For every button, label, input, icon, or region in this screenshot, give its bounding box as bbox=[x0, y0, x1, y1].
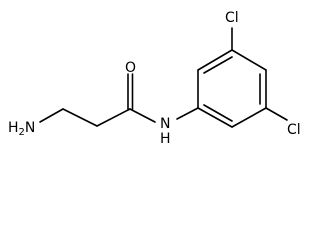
chemical-structure: H2N O N H Cl Cl bbox=[8, 10, 301, 147]
bond-nh-ring bbox=[176, 107, 199, 120]
chlorine-bottom-label: Cl bbox=[287, 122, 301, 138]
atom-labels: H2N O N H Cl Cl bbox=[8, 10, 301, 147]
chlorine-top-label: Cl bbox=[225, 10, 239, 26]
ring-double-inner-3 bbox=[203, 104, 233, 122]
carbonyl-oxygen-label: O bbox=[125, 60, 136, 76]
bond-ring-cl-bottom bbox=[265, 107, 288, 121]
amide-nitrogen-label: N bbox=[160, 116, 170, 132]
amine-label: H2N bbox=[8, 120, 35, 138]
amine-nitrogen-symbol: N bbox=[25, 120, 35, 136]
amide-hydrogen-label: H bbox=[160, 131, 171, 147]
bond-amine-ch2 bbox=[39, 108, 64, 123]
bonds bbox=[39, 27, 288, 128]
bond-ch2-ch2 bbox=[62, 108, 98, 127]
amine-hydrogen-symbol: H bbox=[8, 120, 19, 136]
ring-double-inner-1 bbox=[203, 56, 233, 74]
ring-bond-2 bbox=[197, 49, 233, 71]
ring-bond-3 bbox=[231, 49, 267, 71]
amine-hydrogen-count: 2 bbox=[19, 127, 25, 138]
bond-ch2-carbonyl bbox=[96, 108, 131, 127]
bond-carbonyl-nh bbox=[129, 108, 156, 123]
ring-bond-6 bbox=[197, 107, 233, 128]
ring-bond-5 bbox=[231, 107, 267, 128]
